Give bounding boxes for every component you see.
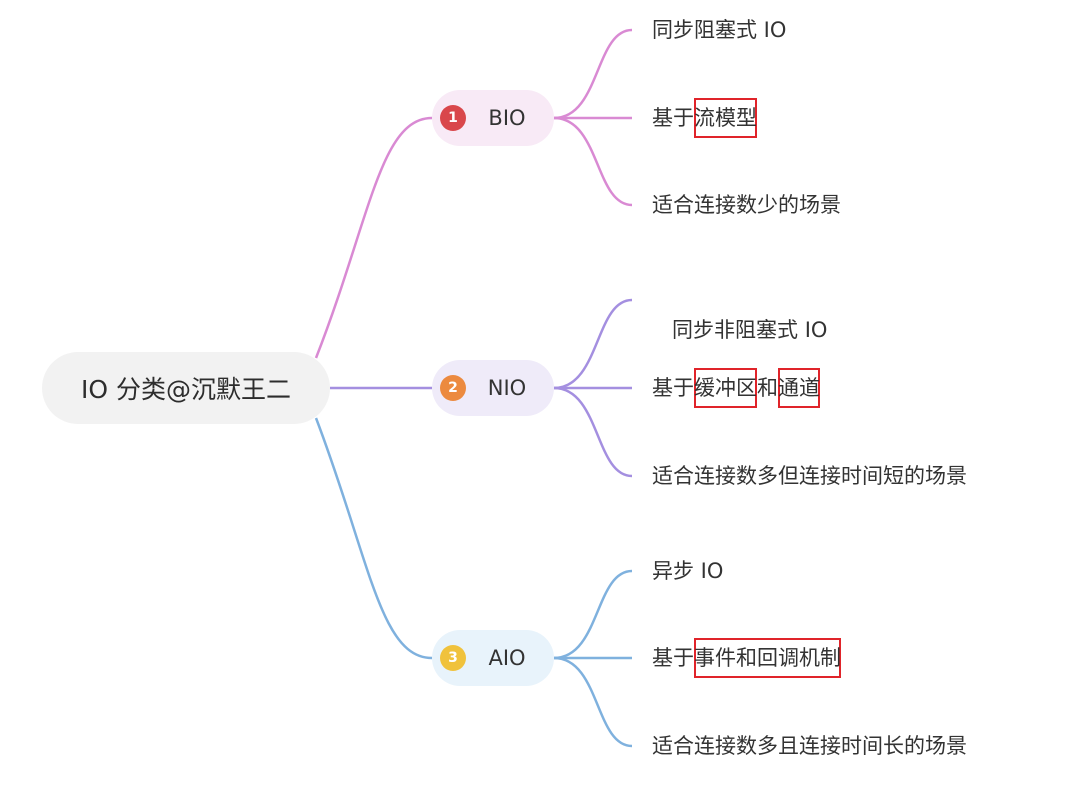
- leaf-text: 异步 IO: [652, 559, 724, 583]
- leaf-nio-buffer-channel[interactable]: 基于缓冲区和通道: [652, 373, 820, 403]
- branch-node-aio[interactable]: 3 AIO: [432, 630, 554, 686]
- edge-root-aio: [314, 417, 433, 660]
- edge-root-bio: [314, 116, 433, 359]
- leaf-text: 同步非阻塞式 IO: [665, 318, 828, 342]
- branch-label-aio: AIO: [488, 646, 526, 670]
- edge-aio-leaf-1: [553, 569, 633, 660]
- leaf-text: 适合连接数多但连接时间短的场景: [652, 464, 967, 488]
- branch-node-nio[interactable]: 2 NIO: [432, 360, 554, 416]
- highlight-box-channel: 通道: [778, 368, 820, 408]
- leaf-bio-stream-model[interactable]: 基于流模型: [652, 103, 757, 133]
- priority-3-icon: 3: [440, 645, 466, 671]
- leaf-text: 适合连接数多且连接时间长的场景: [652, 734, 967, 758]
- root-label: IO 分类@沉默王二: [81, 375, 291, 404]
- edge-nio-leaf-3: [553, 386, 633, 478]
- leaf-aio-async[interactable]: 异步 IO: [652, 556, 723, 586]
- branch-node-bio[interactable]: 1 BIO: [432, 90, 554, 146]
- leaf-nio-sync-nonblocking[interactable]: 同步非阻塞式 IO: [652, 285, 827, 342]
- edge-bio-leaf-3: [553, 116, 633, 207]
- edge-bio-leaf-1: [553, 28, 633, 120]
- leaf-text: 适合连接数少的场景: [652, 193, 841, 217]
- leaf-bio-sync-blocking[interactable]: 同步阻塞式 IO: [652, 15, 786, 45]
- leaf-aio-many-long-connections[interactable]: 适合连接数多且连接时间长的场景: [652, 731, 967, 761]
- highlight-box-event-callback: 事件和回调机制: [694, 638, 841, 678]
- leaf-text: 基于: [652, 376, 694, 400]
- edge-nio-leaf-1: [553, 298, 633, 390]
- priority-1-icon: 1: [440, 105, 466, 131]
- leaf-nio-many-short-connections[interactable]: 适合连接数多但连接时间短的场景: [652, 461, 967, 491]
- highlight-box-buffer: 缓冲区: [694, 368, 757, 408]
- leaf-text: 同步阻塞式 IO: [652, 18, 787, 42]
- root-node[interactable]: IO 分类@沉默王二: [42, 352, 330, 424]
- leaf-bio-few-connections[interactable]: 适合连接数少的场景: [652, 190, 841, 220]
- branch-label-bio: BIO: [488, 106, 526, 130]
- branch-label-nio: NIO: [487, 376, 527, 400]
- leaf-text: 和: [757, 376, 778, 400]
- leaf-aio-event-callback[interactable]: 基于事件和回调机制: [652, 643, 841, 673]
- priority-2-icon: 2: [440, 375, 466, 401]
- leaf-text: 基于: [652, 646, 694, 670]
- leaf-text: 基于: [652, 106, 694, 130]
- highlight-box-stream-model: 流模型: [694, 98, 757, 138]
- edge-aio-leaf-3: [553, 656, 633, 748]
